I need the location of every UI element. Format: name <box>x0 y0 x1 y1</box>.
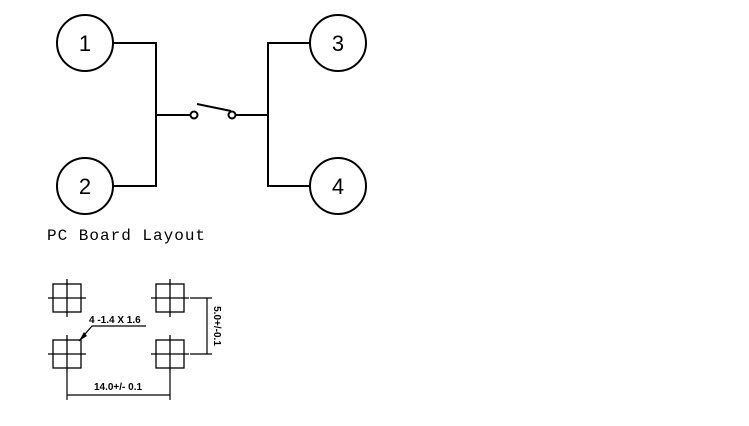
pin-3: 3 <box>309 14 367 72</box>
pin-3-label: 3 <box>332 31 344 56</box>
pin-2-label: 2 <box>79 174 91 199</box>
switch-contacts <box>189 110 237 120</box>
pad-top-right <box>151 279 189 317</box>
pin-4: 4 <box>309 157 367 215</box>
vertical-dimension-label: 5.0+/-0.1 <box>211 306 222 346</box>
pcb-layout-heading: PC Board Layout <box>47 227 207 245</box>
horizontal-dimension-label: 14.0+/- 0.1 <box>94 382 143 393</box>
pin-2: 2 <box>56 157 114 215</box>
pin-4-label: 4 <box>332 174 344 199</box>
pcb-pads <box>48 279 189 373</box>
pin-1-label: 1 <box>79 31 91 56</box>
pad-bottom-right <box>151 335 189 373</box>
pad-bottom-left <box>48 335 86 373</box>
dimension-arrowheads <box>79 332 87 341</box>
schematic-wiring <box>113 42 311 187</box>
pad-top-left <box>48 279 86 317</box>
hole-spec-label: 4 -1.4 X 1.6 <box>89 315 141 326</box>
pin-1: 1 <box>56 14 114 72</box>
